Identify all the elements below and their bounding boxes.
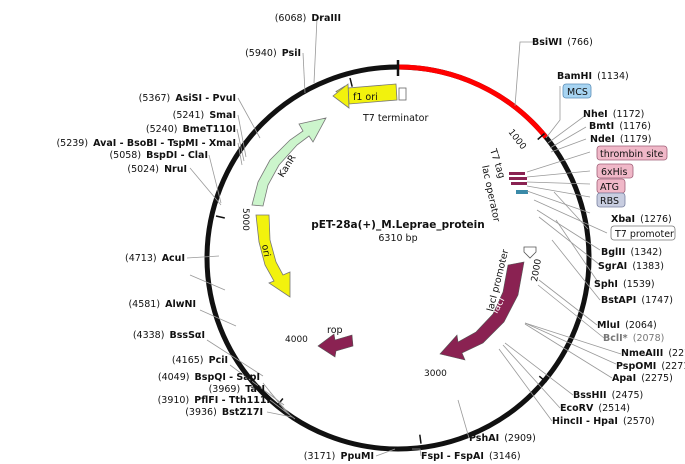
site-bcli: BclI* (2078) [603, 326, 664, 345]
site-hincii-hpai: HincII - HpaI (2570) [552, 409, 655, 428]
plasmid-name: pET-28a(+)_M.Leprae_protein [311, 219, 485, 231]
site-nrui: (5024) NruI [127, 157, 187, 176]
laci-arrow [439, 261, 525, 361]
right-site-labels: BsiWI (766) BamHI (1134) NheI (1172) Bmt… [421, 30, 685, 463]
t7-promoter-box [610, 225, 676, 241]
plasmid-length: 6310 bp [378, 233, 417, 244]
site-mlui: MluI (2064) [597, 313, 657, 332]
f1-ori-small-box [398, 87, 407, 101]
insert-arc [397, 64, 548, 139]
t7-terminator-label: T7 terminator [362, 113, 428, 124]
site-apai: ApaI (2275) [612, 366, 673, 385]
boxed-tags: MCS thrombin site 6xHis ATG RBS T7 promo… [562, 83, 676, 241]
site-bmti: BmtI (1176) [589, 114, 651, 133]
mcs-box-label: MCS [567, 87, 588, 98]
site-pshai: PshAI (2909) [469, 426, 536, 445]
site-fspi-fspai: FspI - FspAI (3146) [421, 444, 521, 463]
site-nmeaiii: NmeAIII (2270) [621, 341, 685, 360]
rbs-box [596, 192, 626, 208]
site-xbai: XbaI (1276) [611, 207, 672, 226]
his-box-label: 6xHis [601, 167, 627, 178]
site-smai: (5241) SmaI [173, 103, 236, 122]
mcs-feature-stack [509, 172, 528, 194]
atg-box-label: ATG [600, 182, 619, 193]
left-leaders [186, 17, 323, 420]
site-avai: (5239) AvaI - BsoBI - TspMI - XmaI [56, 131, 236, 150]
site-bsiwi: BsiWI (766) [532, 30, 593, 49]
rop-arrow [317, 333, 354, 358]
site-alwni: (4581) AlwNI [128, 292, 196, 311]
rop-label: rop [327, 325, 343, 336]
kanr-arrow [251, 117, 327, 207]
site-pflfi-tth111i: (3910) PflFI - Tth111I [158, 388, 270, 407]
site-bmet110i: (5240) BmeT110I [146, 117, 236, 136]
site-sgrai: SgrAI (1383) [598, 254, 664, 273]
site-bglii: BglII (1342) [601, 240, 662, 259]
site-bstz17i: (3936) BstZ17I [185, 400, 263, 419]
ori-label: ori [259, 244, 272, 258]
left-site-labels: (3171) PpuMI (3910) PflFI - Tth111I (393… [56, 6, 374, 463]
site-bspqi-sapi: (4049) BspQI - SapI [158, 365, 260, 384]
site-tati: (3969) TatI [209, 377, 265, 396]
tick-4000: 4000 [285, 335, 308, 345]
site-bspdi-clai: (5058) BspDI - ClaI [109, 143, 208, 162]
site-asisi-pvui: (5367) AsiSI - PvuI [139, 86, 236, 105]
mcs-box [562, 83, 592, 99]
ori-arrow [255, 214, 291, 298]
site-pspomi: PspOMI (2271) [616, 354, 685, 373]
tick-2000: 2000 [530, 258, 544, 283]
laci-promoter-arrow [523, 246, 537, 259]
site-bsshii: BssHII (2475) [573, 383, 643, 402]
tick-1000: 1000 [506, 128, 528, 152]
f1-ori-head [332, 83, 350, 109]
thrombin-box-label: thrombin site [600, 149, 664, 160]
f1-ori-label: f1 ori [353, 92, 378, 103]
site-sphi: SphI (1539) [594, 272, 655, 291]
right-leaders [375, 41, 622, 457]
site-ppumi: (3171) PpuMI [304, 444, 374, 463]
tick-5000: 5000 [240, 208, 250, 231]
site-acui: (4713) AcuI [125, 246, 185, 265]
thrombin-box [596, 145, 668, 161]
site-pcii: (4165) PciI [172, 348, 228, 367]
t7-promoter-box-label: T7 promoter [614, 229, 674, 240]
rbs-box-label: RBS [600, 196, 619, 207]
site-ecorv: EcoRV (2514) [560, 396, 630, 415]
site-bamhi: BamHI (1134) [557, 64, 629, 83]
site-bstapi: BstAPI (1747) [601, 288, 673, 307]
site-nhei: NheI (1172) [583, 102, 644, 121]
his-box [596, 163, 634, 179]
tick-3000: 3000 [424, 369, 447, 379]
site-ndei: NdeI (1179) [590, 127, 651, 146]
site-bsssai: (4338) BssSαI [133, 323, 205, 342]
scale-ticks [215, 77, 547, 444]
site-draiii: (6068) DraIII [275, 6, 341, 25]
site-psii: (5940) PsiI [245, 41, 301, 60]
